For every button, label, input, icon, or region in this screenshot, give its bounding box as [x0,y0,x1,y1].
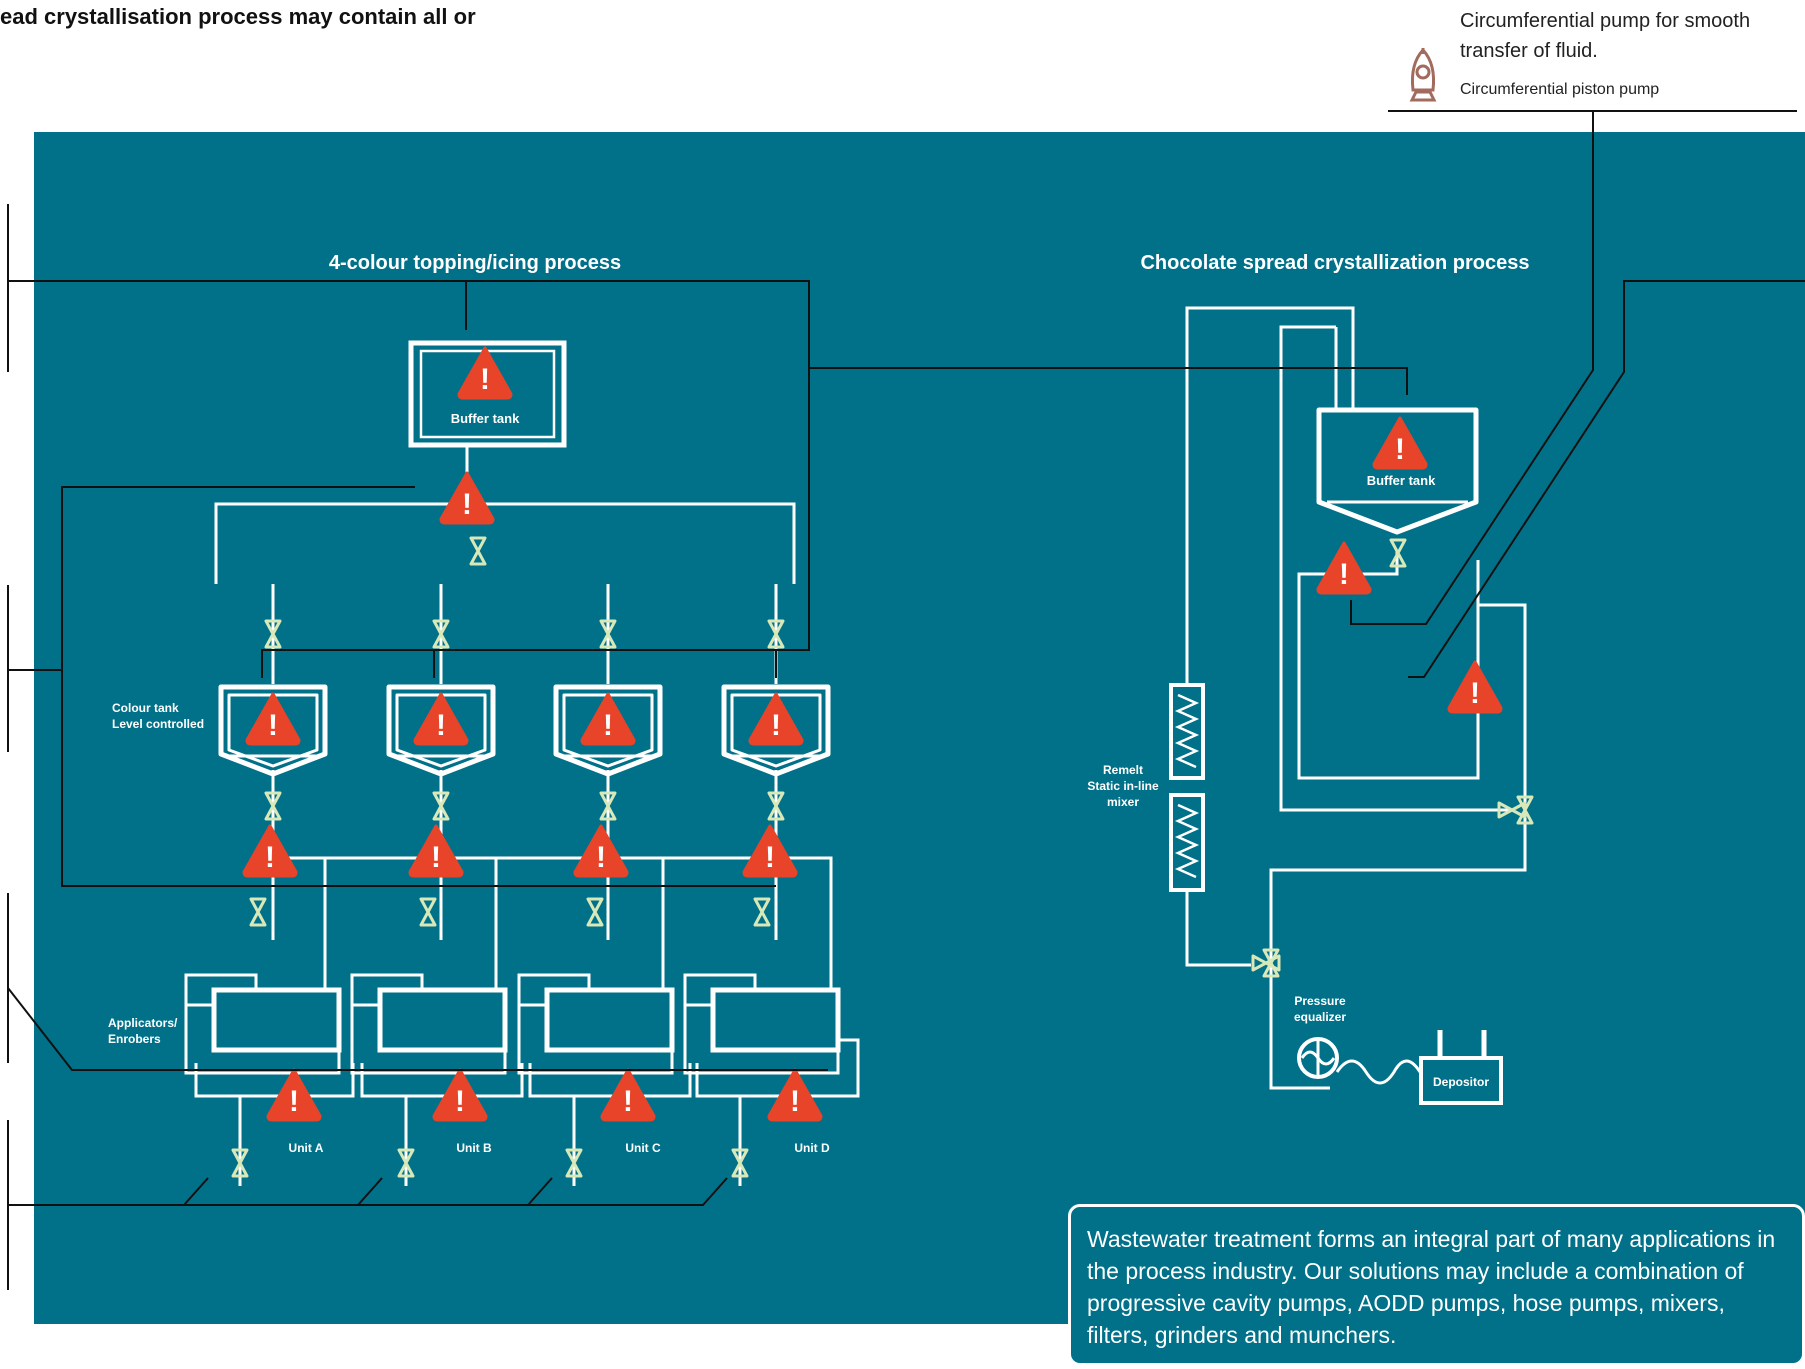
applicators-label-2: Enrobers [108,1032,161,1046]
remelt-label-3: mixer [1107,795,1139,809]
applicators-label-1: Applicators/ [108,1016,178,1030]
pressure-label-1: Pressure [1294,994,1346,1008]
colour-tank-label-1: Colour tank [112,701,179,715]
wastewater-callout: Wastewater treatment forms an integral p… [1068,1204,1805,1366]
unit-label: Unit A [289,1141,324,1155]
piston-pump-icon [1406,44,1440,107]
colour-tank-label-2: Level controlled [112,717,204,731]
pressure-label-2: equalizer [1294,1010,1346,1024]
leader-lines [7,110,1805,1290]
depositor-label: Depositor [1433,1075,1489,1089]
remelt-label-2: Static in-line [1087,779,1159,793]
remelt-label-1: Remelt [1103,763,1143,777]
unit-label: Unit C [625,1141,661,1155]
right-diagram-title: Chocolate spread crystallization process [1140,252,1529,274]
left-buffer-tank-label: Buffer tank [451,411,520,426]
right-process-diagram: Chocolate spread crystallization process… [1087,252,1534,1105]
unit-label: Unit D [794,1141,830,1155]
left-diagram-title: 4-colour topping/icing process [329,252,621,274]
left-process-diagram: 4-colour topping/icing process [108,252,860,1186]
process-panel [34,132,1805,1324]
intro-text: ead crystallisation process may contain … [0,4,476,29]
legend-pump-name: Circumferential piston pump [1460,81,1660,98]
unit-label: Unit B [456,1141,492,1155]
legend-pump-description: Circumferential pump for smooth transfer… [1460,10,1751,62]
right-buffer-tank-label: Buffer tank [1367,473,1436,488]
